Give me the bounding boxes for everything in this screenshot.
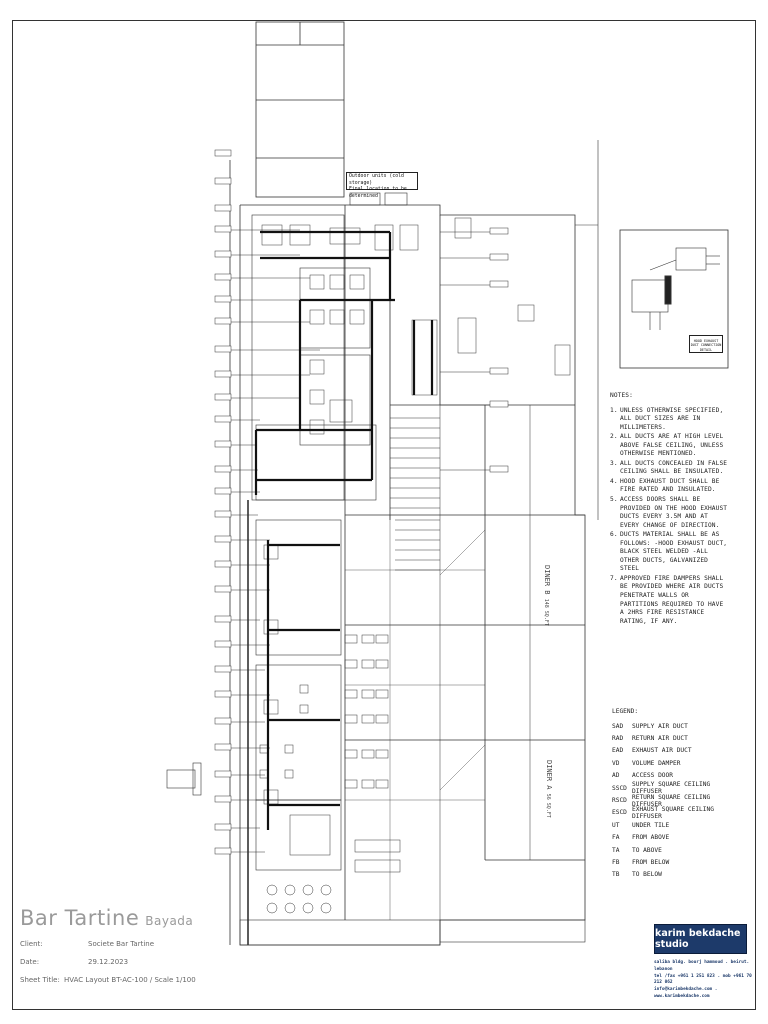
callout-line-1: Outdoor units (cold storage)	[349, 174, 404, 186]
note-item: 1.UNLESS OTHERWISE SPECIFIED, ALL DUCT S…	[610, 406, 724, 431]
project-location: Bayada	[145, 914, 194, 928]
notes-heading: NOTES:	[610, 392, 633, 399]
drawing-sheet	[12, 20, 756, 1010]
room-name: DINER B	[543, 565, 551, 595]
note-item: 3.ALL DUCTS CONCEALED IN FALSE CEILING S…	[610, 459, 728, 476]
inset-caption: HOOD EXHAUST DUCT CONNECTION DETAIL	[689, 335, 723, 353]
room-name: DINER A	[545, 760, 553, 790]
note-item: 4.HOOD EXHAUST DUCT SHALL BE FIRE RATED …	[610, 477, 720, 494]
project-name: Bar Tartine	[20, 906, 140, 930]
notes-block: NOTES: 1.UNLESS OTHERWISE SPECIFIED, ALL…	[610, 392, 728, 627]
note-item: 7.APPROVED FIRE DAMPERS SHALL BE PROVIDE…	[610, 574, 724, 625]
studio-logo: karim bekdache studio	[654, 924, 747, 954]
note-item: 5.ACCESS DOORS SHALL BE PROVIDED ON THE …	[610, 496, 728, 529]
legend-heading: LEGEND:	[612, 708, 639, 715]
studio-address: saliba bldg. bourj hammoud . beirut. leb…	[654, 960, 752, 1000]
sheet-title-row: Sheet Title:HVAC Layout BT-AC-100 / Scal…	[20, 976, 196, 984]
note-item: 6.DUCTS MATERIAL SHALL BE AS FOLLOWS: -H…	[610, 531, 728, 573]
room-label-diner-a: DINER A 56 SQ.FT	[545, 760, 553, 818]
outdoor-units-callout: Outdoor units (cold storage) Final locat…	[346, 172, 418, 199]
client-row: Client:Societe Bar Tartine	[20, 940, 155, 948]
room-label-diner-b: DINER B 148 SQ.FT	[543, 565, 551, 626]
note-item: 2.ALL DUCTS ARE AT HIGH LEVEL ABOVE FALS…	[610, 433, 724, 458]
date-row: Date:29.12.2023	[20, 958, 129, 966]
callout-line-2: Final location to be determined	[349, 187, 407, 200]
project-title: Bar Tartine Bayada	[20, 906, 193, 930]
room-area: 56 SQ.FT	[545, 793, 551, 818]
room-area: 148 SQ.FT	[543, 598, 549, 626]
